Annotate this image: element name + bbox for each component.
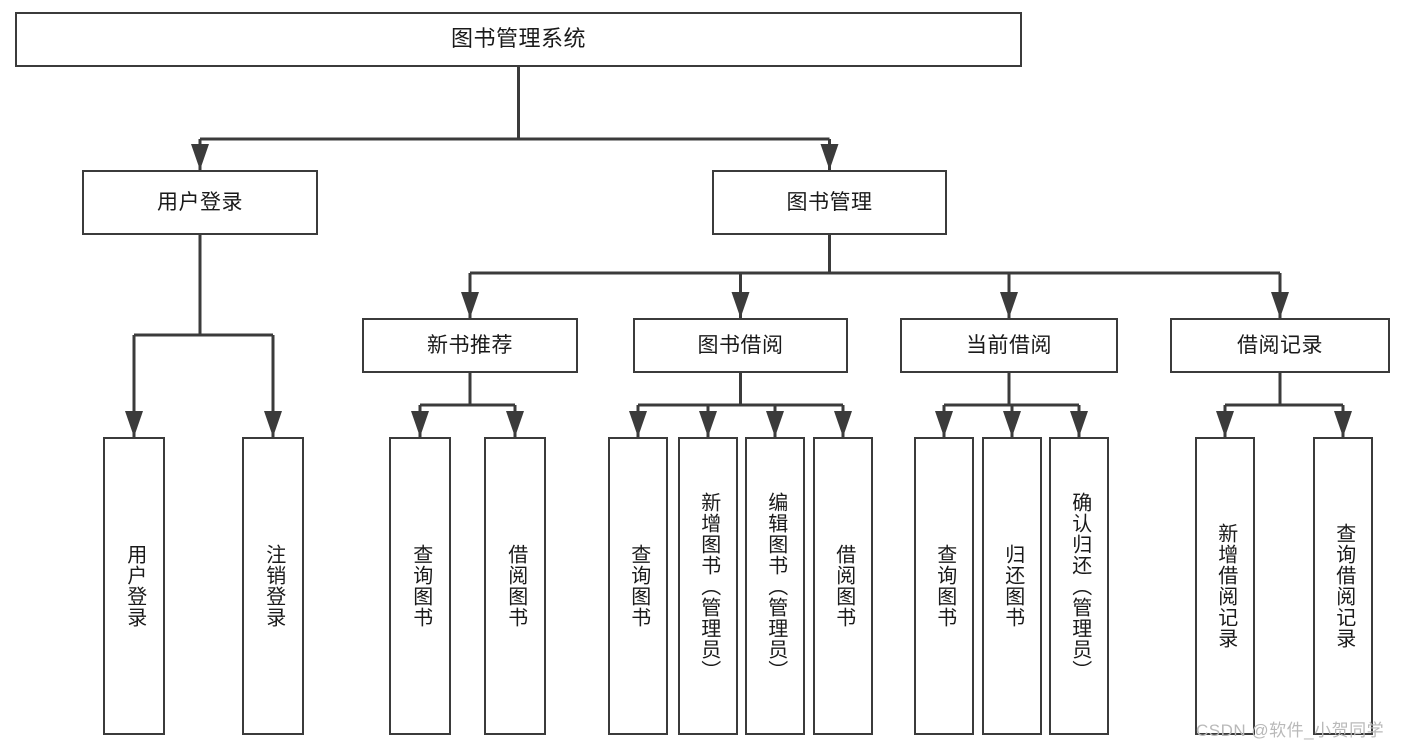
node-root[interactable]: 图书管理系统 bbox=[15, 12, 1022, 67]
node-leaf-user-logout[interactable]: 注销登录 bbox=[242, 437, 304, 735]
node-leaf-edit-book[interactable]: 编辑图书（管理员） bbox=[745, 437, 805, 735]
node-user-login[interactable]: 用户登录 bbox=[82, 170, 318, 235]
node-label-leaf-query-book-cur: 查询图书 bbox=[933, 544, 956, 628]
arrow-icon-leaf-confirm-return bbox=[1070, 411, 1088, 437]
node-label-leaf-borrow-book: 借阅图书 bbox=[832, 544, 855, 628]
node-borrow-record[interactable]: 借阅记录 bbox=[1170, 318, 1390, 373]
arrow-icon-leaf-query-book-rec bbox=[411, 411, 429, 437]
node-leaf-borrow-book-rec[interactable]: 借阅图书 bbox=[484, 437, 546, 735]
node-book-manage[interactable]: 图书管理 bbox=[712, 170, 947, 235]
arrow-icon-leaf-return-book bbox=[1003, 411, 1021, 437]
arrow-icon-leaf-query-record bbox=[1334, 411, 1352, 437]
node-label-leaf-add-book: 新增图书（管理员） bbox=[697, 491, 720, 681]
node-label-leaf-confirm-return: 确认归还（管理员） bbox=[1068, 491, 1091, 681]
node-label-leaf-borrow-book-rec: 借阅图书 bbox=[504, 544, 527, 628]
arrow-icon-borrow-record bbox=[1271, 292, 1289, 318]
node-leaf-query-book-borrow[interactable]: 查询图书 bbox=[608, 437, 668, 735]
arrow-icon-leaf-add-book bbox=[699, 411, 717, 437]
node-label-leaf-add-record: 新增借阅记录 bbox=[1214, 523, 1237, 649]
node-label-leaf-edit-book: 编辑图书（管理员） bbox=[764, 491, 787, 681]
arrow-icon-leaf-borrow-book bbox=[834, 411, 852, 437]
arrow-icon-new-book-recommend bbox=[461, 292, 479, 318]
node-label-borrow-record: 借阅记录 bbox=[1237, 333, 1323, 357]
arrow-icon-book-borrow bbox=[731, 292, 750, 318]
arrow-icon-leaf-edit-book bbox=[766, 411, 784, 437]
node-label-book-borrow: 图书借阅 bbox=[697, 333, 784, 357]
node-leaf-query-record[interactable]: 查询借阅记录 bbox=[1313, 437, 1373, 735]
arrow-icon-book-manage bbox=[820, 144, 839, 170]
node-leaf-add-book[interactable]: 新增图书（管理员） bbox=[678, 437, 738, 735]
arrow-icon-leaf-query-book-borrow bbox=[629, 411, 647, 437]
arrow-icon-leaf-add-record bbox=[1216, 411, 1234, 437]
node-label-root: 图书管理系统 bbox=[450, 26, 586, 52]
node-leaf-query-book-rec[interactable]: 查询图书 bbox=[389, 437, 451, 735]
node-current-borrow[interactable]: 当前借阅 bbox=[900, 318, 1118, 373]
node-book-borrow[interactable]: 图书借阅 bbox=[633, 318, 848, 373]
node-leaf-query-book-cur[interactable]: 查询图书 bbox=[914, 437, 974, 735]
arrow-icon-leaf-user-logout bbox=[264, 411, 282, 437]
node-leaf-borrow-book[interactable]: 借阅图书 bbox=[813, 437, 873, 735]
node-leaf-confirm-return[interactable]: 确认归还（管理员） bbox=[1049, 437, 1109, 735]
arrow-icon-leaf-borrow-book-rec bbox=[506, 411, 524, 437]
node-label-leaf-query-book-rec: 查询图书 bbox=[409, 544, 432, 628]
node-label-leaf-query-record: 查询借阅记录 bbox=[1332, 523, 1355, 649]
node-label-leaf-query-book-borrow: 查询图书 bbox=[627, 544, 650, 628]
arrow-icon-current-borrow bbox=[1000, 292, 1018, 318]
node-label-leaf-user-logout: 注销登录 bbox=[262, 544, 285, 628]
node-label-user-login: 用户登录 bbox=[157, 190, 243, 214]
node-label-leaf-user-login: 用户登录 bbox=[123, 544, 146, 628]
node-label-current-borrow: 当前借阅 bbox=[966, 333, 1052, 357]
arrow-icon-leaf-query-book-cur bbox=[935, 411, 953, 437]
arrow-icon-user-login bbox=[191, 144, 209, 170]
node-label-book-manage: 图书管理 bbox=[786, 190, 873, 214]
node-label-leaf-return-book: 归还图书 bbox=[1001, 544, 1024, 628]
node-new-book-recommend[interactable]: 新书推荐 bbox=[362, 318, 578, 373]
arrow-icon-leaf-user-login bbox=[125, 411, 143, 437]
node-leaf-user-login[interactable]: 用户登录 bbox=[103, 437, 165, 735]
node-label-new-book-recommend: 新书推荐 bbox=[427, 333, 513, 357]
node-leaf-add-record[interactable]: 新增借阅记录 bbox=[1195, 437, 1255, 735]
node-leaf-return-book[interactable]: 归还图书 bbox=[982, 437, 1042, 735]
